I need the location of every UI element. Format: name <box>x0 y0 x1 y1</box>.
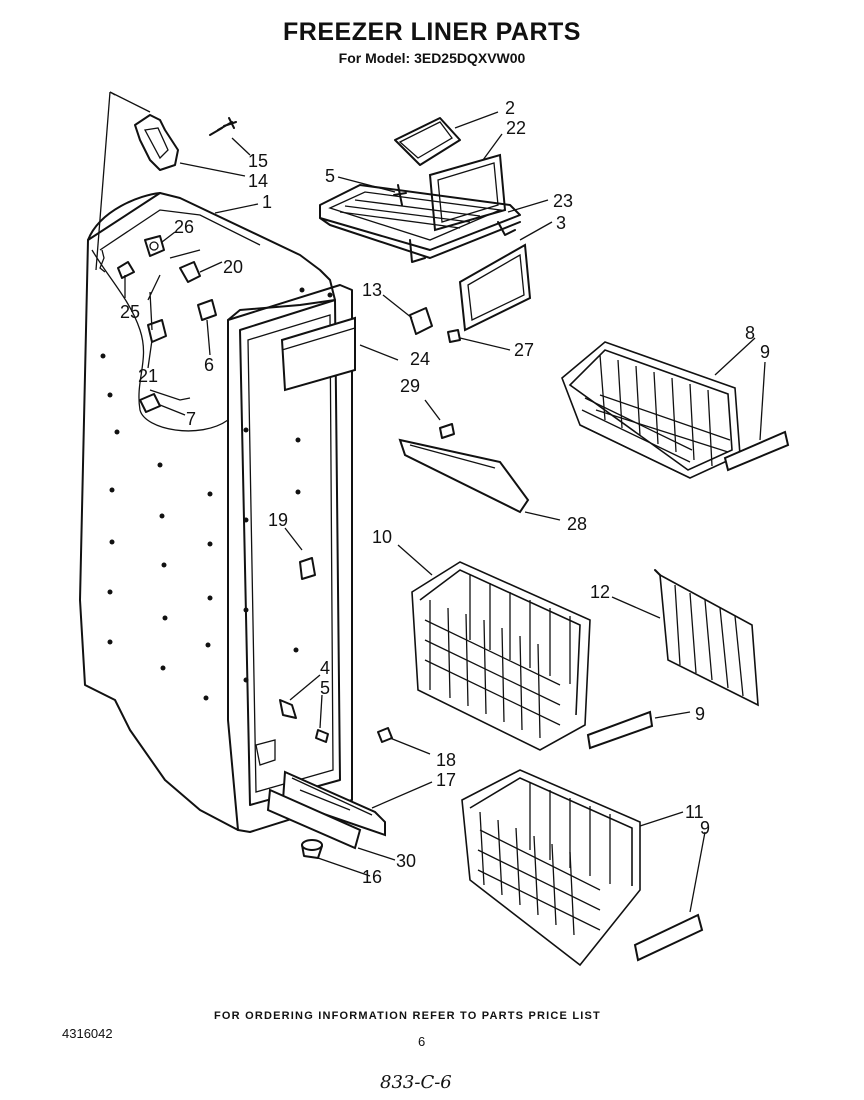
leader-lines <box>109 91 766 913</box>
callout-26: 26 <box>174 217 194 237</box>
callout-5-top: 5 <box>325 166 335 186</box>
strip-9-lower <box>633 913 704 962</box>
callout-9-upper: 9 <box>760 342 770 362</box>
page-number: 6 <box>418 1034 426 1049</box>
callout-25: 25 <box>120 302 140 322</box>
document-number: 4316042 <box>62 1026 113 1041</box>
callout-23: 23 <box>553 191 573 211</box>
callout-6: 6 <box>204 355 214 375</box>
callout-16: 16 <box>362 867 382 887</box>
callout-22: 22 <box>506 118 526 138</box>
handwritten-note: 833-C-6 <box>380 1072 452 1093</box>
callout-4: 4 <box>320 658 330 678</box>
basket-10-middle <box>411 561 591 751</box>
diagram-title: FREEZER LINER PARTS <box>283 18 581 46</box>
divider-12 <box>654 569 759 707</box>
freezer-liner <box>79 192 353 833</box>
callout-10: 10 <box>372 527 392 547</box>
callout-labels: 1 2 22 5 23 3 15 14 26 20 25 6 21 7 13 2… <box>120 98 770 887</box>
strip-9-middle <box>586 710 654 750</box>
callout-8: 8 <box>745 323 755 343</box>
callout-12: 12 <box>590 582 610 602</box>
callout-2: 2 <box>505 98 515 118</box>
callout-20: 20 <box>223 257 243 277</box>
strip-9-upper <box>723 430 790 472</box>
callout-9-lower: 9 <box>700 818 710 838</box>
callout-15: 15 <box>248 151 268 171</box>
callout-21: 21 <box>138 366 158 386</box>
part-16-foot <box>301 839 323 859</box>
callout-13: 13 <box>362 280 382 300</box>
ordering-note: FOR ORDERING INFORMATION REFER TO PARTS … <box>214 1010 601 1022</box>
callout-5-lower: 5 <box>320 678 330 698</box>
callout-27: 27 <box>514 340 534 360</box>
callout-24: 24 <box>410 349 430 369</box>
part-13-27-hardware <box>409 307 461 343</box>
part-19-clip <box>299 557 316 580</box>
part-14-bracket <box>134 114 179 171</box>
callout-28: 28 <box>567 514 587 534</box>
callout-18: 18 <box>436 750 456 770</box>
part-15-screw <box>209 117 237 136</box>
part-4-5-lower-hardware <box>279 699 329 743</box>
callout-29: 29 <box>400 376 420 396</box>
callout-11: 11 <box>685 802 704 822</box>
control-hardware-cluster <box>99 235 217 413</box>
callout-1: 1 <box>262 192 272 212</box>
callout-19: 19 <box>268 510 288 530</box>
basket-11-lower <box>461 769 641 967</box>
part-28-29-rail <box>398 423 530 514</box>
basket-8-upper <box>561 341 741 479</box>
model-subtitle: For Model: 3ED25DQXVW00 <box>338 50 526 66</box>
shelf-frame-assembly <box>319 117 532 332</box>
callout-7: 7 <box>186 409 196 429</box>
part-17-30-track <box>266 770 386 850</box>
part-24-light-shield <box>280 316 356 392</box>
part-18-screw <box>377 727 393 743</box>
callout-3: 3 <box>556 213 566 233</box>
liner-mounting-holes <box>100 287 333 701</box>
callout-30: 30 <box>396 851 416 871</box>
callout-17: 17 <box>436 770 456 790</box>
callout-9-middle: 9 <box>695 704 705 724</box>
callout-14: 14 <box>248 171 268 191</box>
